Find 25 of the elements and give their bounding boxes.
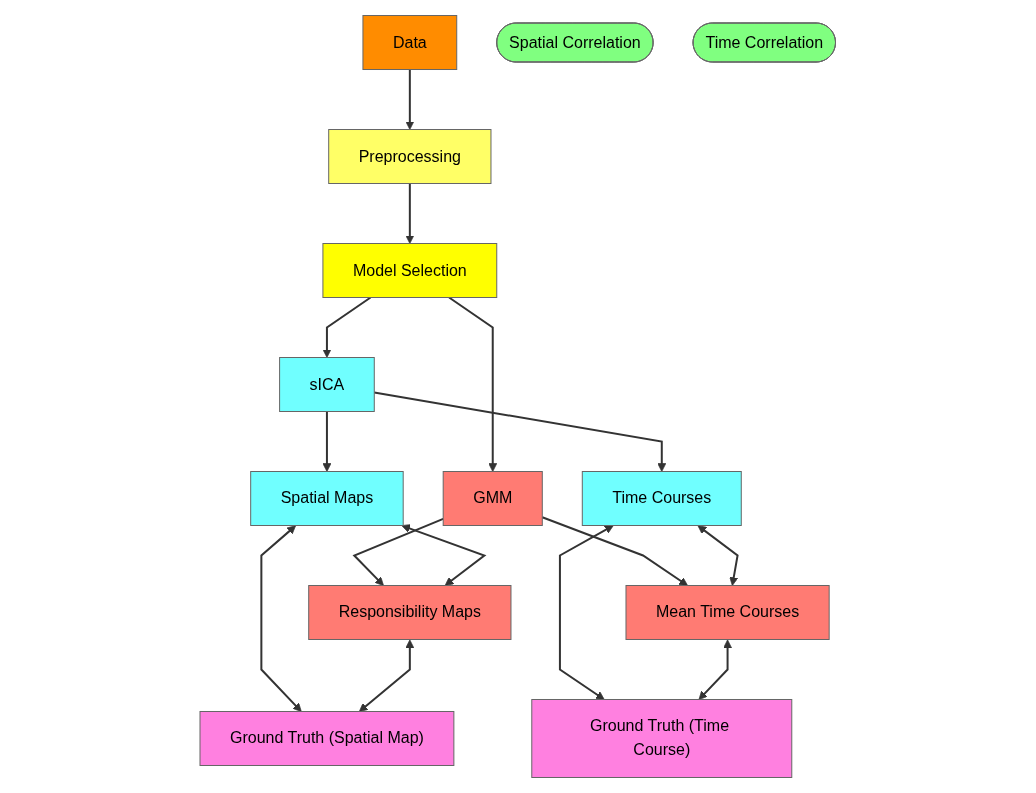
- arrow: [559, 525, 614, 700]
- arrow: [373, 391, 667, 472]
- arrow: [401, 524, 487, 586]
- node-box: sICA: [279, 357, 375, 412]
- arrow: [405, 68, 415, 130]
- arrow: [322, 296, 372, 358]
- arrow: [405, 182, 415, 244]
- node-box: Spatial Maps: [250, 471, 404, 526]
- arrow: [352, 517, 445, 586]
- node-box: GMM: [442, 471, 544, 526]
- node-box: Mean Time Courses: [625, 585, 830, 640]
- arrow: [541, 516, 689, 586]
- node-box: Ground Truth (Spatial Map): [199, 711, 455, 766]
- arrow: [359, 639, 415, 712]
- node-box: Time Courses: [582, 471, 742, 526]
- node-box: Responsibility Maps: [308, 585, 512, 640]
- arrow: [322, 410, 332, 472]
- arrow: [448, 296, 498, 472]
- node-box: Preprocessing: [328, 129, 492, 184]
- arrow: [697, 525, 739, 586]
- node-box: Model Selection: [322, 243, 498, 298]
- arrow: [260, 525, 302, 712]
- node-box: Ground Truth (Time Course): [531, 699, 793, 778]
- arrow: [698, 639, 733, 700]
- node-box: Data: [362, 15, 458, 70]
